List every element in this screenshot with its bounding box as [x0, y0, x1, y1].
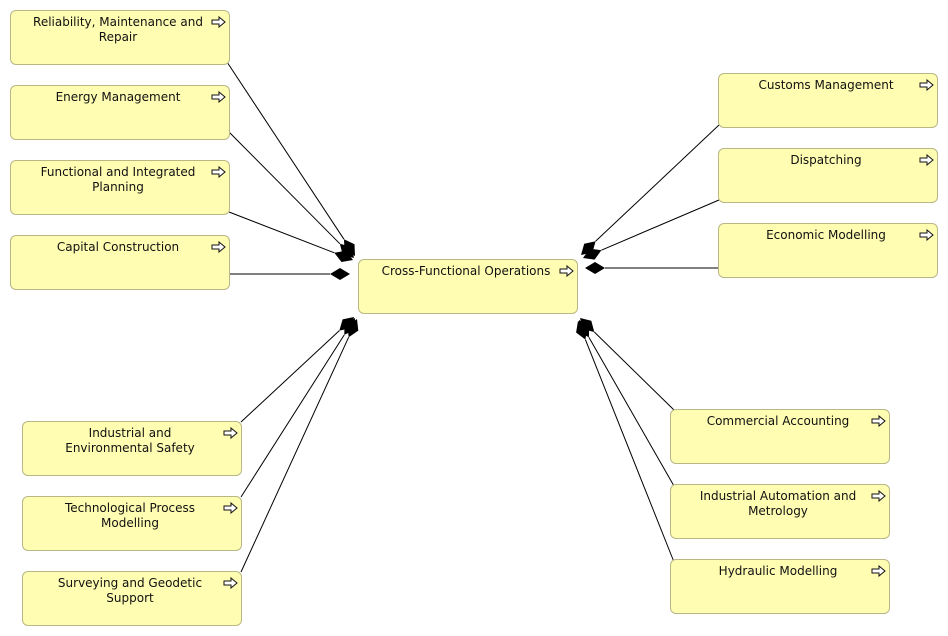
navigate-arrow-icon[interactable]: [871, 565, 887, 577]
node-label: Customs Management: [758, 78, 894, 92]
node-reliability-maintenance-repair[interactable]: Reliability, Maintenance and Repair: [10, 10, 230, 65]
composition-diamond-icon: [576, 321, 588, 340]
node-cross-functional-operations[interactable]: Cross-Functional Operations: [358, 259, 578, 314]
node-label: Commercial Accounting: [706, 414, 850, 428]
composition-diamond-icon: [330, 268, 350, 280]
connector-commercial[interactable]: [593, 331, 675, 411]
connector-hydraulic[interactable]: [584, 339, 675, 563]
navigate-arrow-icon[interactable]: [211, 16, 227, 28]
connector-customs[interactable]: [595, 124, 720, 242]
node-customs-management[interactable]: Customs Management: [718, 73, 938, 128]
composition-diamond-icon: [334, 250, 353, 262]
navigate-arrow-icon[interactable]: [211, 241, 227, 253]
navigate-arrow-icon[interactable]: [871, 490, 887, 502]
connector-tech-modelling[interactable]: [240, 334, 345, 498]
node-dispatching[interactable]: Dispatching: [718, 148, 938, 203]
node-functional-integrated-planning[interactable]: Functional and Integrated Planning: [10, 160, 230, 215]
node-label: Industrial and Environmental Safety: [65, 426, 195, 455]
connector-dispatching[interactable]: [601, 199, 720, 251]
composition-diamond-icon: [583, 248, 602, 260]
composition-diamond-icon: [347, 319, 359, 338]
connector-surveying[interactable]: [240, 336, 350, 573]
node-label: Surveying and Geodetic Support: [57, 576, 203, 605]
connector-safety[interactable]: [240, 330, 340, 423]
navigate-arrow-icon[interactable]: [211, 166, 227, 178]
node-label: Cross-Functional Operations: [381, 264, 551, 278]
navigate-arrow-icon[interactable]: [559, 265, 575, 277]
connector-reliability[interactable]: [226, 61, 345, 240]
node-industrial-environmental-safety[interactable]: Industrial and Environmental Safety: [22, 421, 242, 476]
navigate-arrow-icon[interactable]: [223, 577, 239, 589]
node-label: Economic Modelling: [766, 228, 886, 242]
node-label: Hydraulic Modelling: [718, 564, 838, 578]
node-label: Energy Management: [55, 90, 181, 104]
node-label: Reliability, Maintenance and Repair: [33, 15, 203, 44]
node-technological-process-modelling[interactable]: Technological Process Modelling: [22, 496, 242, 551]
node-label: Industrial Automation and Metrology: [699, 489, 857, 518]
navigate-arrow-icon[interactable]: [919, 229, 935, 241]
node-surveying-geodetic-support[interactable]: Surveying and Geodetic Support: [22, 571, 242, 626]
node-label: Capital Construction: [56, 240, 180, 254]
navigate-arrow-icon[interactable]: [211, 91, 227, 103]
composition-diamond-icon: [585, 262, 605, 274]
navigate-arrow-icon[interactable]: [223, 427, 239, 439]
node-capital-construction[interactable]: Capital Construction: [10, 235, 230, 290]
node-label: Dispatching: [790, 153, 862, 167]
node-industrial-automation-metrology[interactable]: Industrial Automation and Metrology: [670, 484, 890, 539]
node-label: Technological Process Modelling: [64, 501, 196, 530]
node-label: Functional and Integrated Planning: [40, 165, 196, 194]
node-commercial-accounting[interactable]: Commercial Accounting: [670, 409, 890, 464]
connector-planning[interactable]: [228, 211, 335, 254]
navigate-arrow-icon[interactable]: [919, 79, 935, 91]
connector-automation[interactable]: [588, 337, 675, 487]
connector-energy[interactable]: [228, 131, 341, 245]
navigate-arrow-icon[interactable]: [919, 154, 935, 166]
node-economic-modelling[interactable]: Economic Modelling: [718, 223, 938, 278]
navigate-arrow-icon[interactable]: [871, 415, 887, 427]
node-energy-management[interactable]: Energy Management: [10, 85, 230, 140]
node-hydraulic-modelling[interactable]: Hydraulic Modelling: [670, 559, 890, 614]
navigate-arrow-icon[interactable]: [223, 502, 239, 514]
